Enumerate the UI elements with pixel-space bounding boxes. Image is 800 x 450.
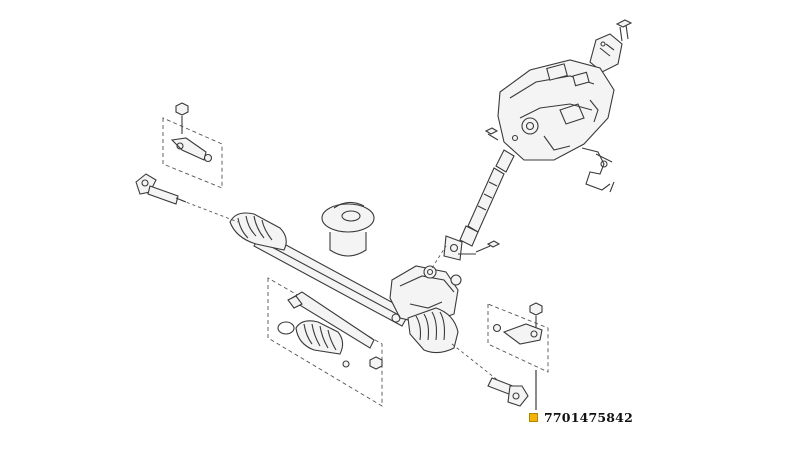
pinion-axis [431,245,447,269]
column-side-bracket [581,147,615,193]
rack-axis-right [451,343,501,383]
rack-left-boot [229,212,287,251]
inner-boot-bellows [295,320,344,355]
left-tie-rod-end-group [162,102,223,189]
right-washer [492,323,502,333]
column-top-bolt [615,19,633,42]
small-clip [342,360,350,368]
column-main-housing [497,59,615,161]
steering-rack-housing [229,212,462,354]
lower-universal-joint [443,235,501,261]
rack-right-boot [407,307,459,354]
inner-tie-rod-kit-group [267,277,383,407]
callout-marker-icon [529,412,538,422]
intermediate-shaft [459,149,515,247]
column-upper-shaft [589,33,623,73]
part-number-callout[interactable]: 7701475842 [529,409,633,425]
left-outer-tie-rod [135,173,187,205]
left-nut-icon [175,102,189,116]
part-number-label: 7701475842 [544,409,633,425]
pinion-dust-cap [321,201,375,257]
column-side-bolt [484,127,519,142]
steering-column-assembly [443,19,633,261]
inner-nut-icon [369,356,383,370]
right-group-frame [487,303,549,373]
left-tie-rod-end [170,137,207,161]
left-group-frame [162,117,223,189]
left-washer [203,153,213,163]
right-nut-icon [529,302,543,316]
boot-clamp-ring [277,321,295,335]
right-tie-rod-end [502,323,543,345]
inner-kit-frame [267,277,383,407]
right-outer-tie-rod [487,377,529,407]
right-tie-rod-end-group [487,302,549,410]
